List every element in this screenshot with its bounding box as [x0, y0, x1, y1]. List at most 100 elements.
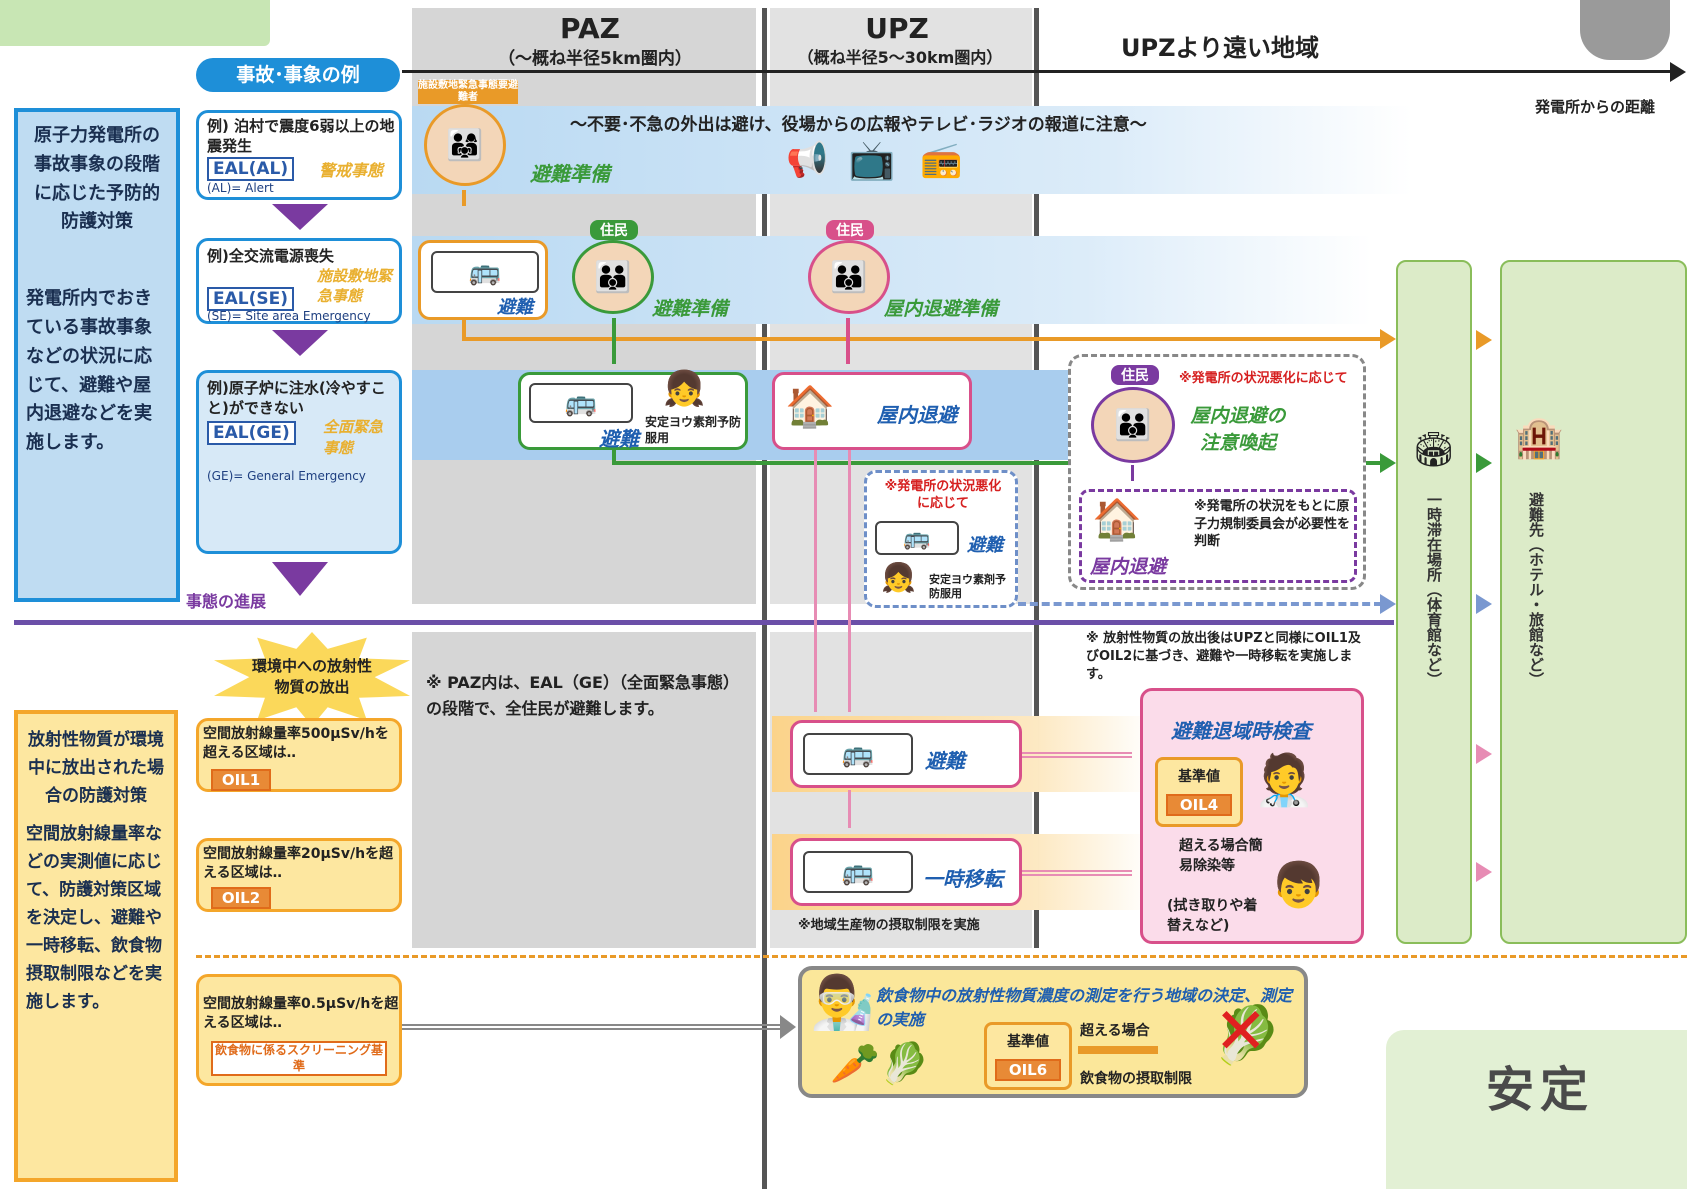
- house-icon: 🏠: [1092, 497, 1142, 543]
- residents-upz-icon: 👪: [808, 240, 890, 314]
- row3-upz-action: 屋内退避: [877, 403, 957, 427]
- food-baseline: 基準値: [1007, 1034, 1049, 1050]
- oil6-source-code: 飲食物に係るスクリーニング基準: [211, 1041, 387, 1077]
- left-panel-bottom-body: 空間放射線量率などの実測値に応じて、防護対策区域を決定し、避難や一時移転、飲食物…: [26, 824, 162, 1013]
- upz-relocate-box: 🚌 一時移転: [790, 838, 1022, 906]
- upz-relocate-down: [848, 790, 851, 828]
- safety-box: [1386, 1030, 1687, 1189]
- eal-al-example: 例) 泊村で震度6弱以上の地震発生: [207, 117, 395, 155]
- beyond-dashed-note: ※発電所の状況をもとに原子力規制委員会が必要性を判断: [1194, 499, 1351, 550]
- food-route-line: [402, 1024, 782, 1030]
- row2-resident-label: 住民: [590, 220, 638, 240]
- eal-ge-note: (GE)= General Emergency: [207, 469, 366, 483]
- inspection-title: 避難退域時検査: [1171, 719, 1311, 743]
- beyond-action: 屋内退避の注意喚起: [1190, 405, 1286, 454]
- green-down-connector: [612, 318, 616, 364]
- pink-route-down-1: [814, 450, 817, 712]
- upz-evac-label: 避難: [925, 749, 965, 773]
- eal-box-se: 例)全交流電源喪失 EAL(SE) 施設敷地緊急事態 (SE)= Site ar…: [196, 238, 402, 324]
- inspection-baseline-box: 基準値 OIL4: [1155, 757, 1243, 827]
- inspection-oil4: OIL4: [1166, 794, 1232, 816]
- row1-down-arrow: [462, 190, 466, 206]
- food-oil6: OIL6: [995, 1059, 1061, 1081]
- inspection-children-icon: 👦: [1271, 860, 1326, 911]
- left-panel-top-title: 原子力発電所の事故事象の段階に応じた予防的防護対策: [34, 125, 160, 233]
- beyond-dashed-box: 住民 ※発電所の状況悪化に応じて 👪 屋内退避の注意喚起 🏠 屋内退避 ※発電所…: [1068, 354, 1366, 590]
- tv-icon: 📺: [848, 138, 896, 182]
- destination-label: 避難先（ホテル・旅館など）: [1527, 492, 1545, 687]
- oil1-box: 空間放射線量率500μSv/hを超える区域は‥ OIL1: [196, 718, 402, 792]
- orange-route-line: [462, 320, 466, 340]
- beyond-note: ※発電所の状況悪化に応じて: [1179, 371, 1348, 386]
- arrow-to-dest-2: [1476, 453, 1492, 473]
- food-restriction: 飲食物の摂取制限: [1080, 1071, 1192, 1087]
- green-route-arrowhead: [1380, 453, 1396, 473]
- oil1-text: 空間放射線量率500μSv/hを超える区域は‥: [203, 726, 389, 761]
- eal-se-note: (SE)= Site area Emergency: [207, 309, 371, 323]
- food-measure-box: 👨‍🔬 🥕🥬 飲食物中の放射性物質濃度の測定を行う地域の決定、測定の実施 基準値…: [798, 966, 1308, 1098]
- radio-icon: 📻: [920, 140, 963, 180]
- progress-arrow-1: [272, 204, 328, 230]
- pink-route-down-2: [848, 450, 851, 712]
- incident-example-pill: 事故･事象の例: [196, 58, 400, 92]
- safety-text: 安定: [1486, 1062, 1595, 1118]
- paz-title: PAZ: [560, 12, 620, 45]
- oil1-code: OIL1: [211, 769, 271, 791]
- paz-zone-lower: [412, 632, 756, 948]
- eal-ge-example: 例)原子炉に注水(冷やすこと)ができない: [207, 379, 386, 417]
- row2-evac-box: 🚌 避難: [418, 240, 548, 320]
- upz-dashed-box: ※発電所の状況悪化に応じて 🚌 避難 👧 安定ヨウ素剤予防服用: [864, 470, 1018, 608]
- bus-icon: 🚌: [803, 733, 913, 775]
- eal-box-ge: 例)原子炉に注水(冷やすこと)ができない EAL(GE) 全面緊急事態 (GE)…: [196, 370, 402, 554]
- paz-subtitle: （～概ね半径5km圏内）: [498, 49, 692, 69]
- eal-box-al: 例) 泊村で震度6弱以上の地震発生 EAL(AL) 警戒事態 (AL)= Ale…: [196, 110, 402, 200]
- residents-beyond-icon: 👪: [1091, 387, 1175, 463]
- beyond-dashed-action: 屋内退避: [1090, 556, 1167, 578]
- food-route-arrowhead: [780, 1015, 796, 1039]
- food-divider: [196, 955, 1687, 958]
- oil2-box: 空間放射線量率20μSv/hを超える区域は‥ OIL2: [196, 838, 402, 912]
- left-panel-top-body: 発電所内でおきている事故事象などの状況に応じて、避難や屋内退避などを実施します。: [26, 288, 152, 454]
- child-icon: 👧: [881, 561, 916, 594]
- left-panel-bottom-title: 放射性物質が環境中に放出された場合の防護対策: [28, 730, 164, 807]
- row1-people-label: 施設敷地緊急事態要避難者: [418, 80, 518, 104]
- eal-se-example: 例)全交流電源喪失: [207, 247, 334, 265]
- distance-arrowhead: [1670, 62, 1686, 82]
- oil6-source-box: 空間放射線量率0.5μSv/hを超える区域は‥ 飲食物に係るスクリーニング基準: [196, 974, 402, 1086]
- cabbage-cross-icon: 🥬: [1212, 1003, 1282, 1068]
- inspector-icon: 👨‍🔬: [810, 973, 875, 1033]
- temp-site-column: 🏟 一時滞在場所（体育館など）: [1396, 260, 1472, 944]
- progress-label: 事態の進展: [186, 592, 267, 611]
- upz-dashed-note: ※発電所の状況悪化に応じて: [884, 479, 1002, 511]
- house-icon: 🏠: [785, 384, 835, 430]
- eal-se-code: EAL(SE): [207, 287, 294, 311]
- row3-paz-action: 避難: [599, 427, 639, 451]
- eal-se-category: 施設敷地緊急事態: [317, 267, 393, 305]
- row1-message: ～不要･不急の外出は避け、役場からの広報やテレビ･ラジオの報道に注意～: [570, 115, 1147, 135]
- beyond-down-arrow: [1131, 465, 1134, 481]
- arrow-to-dest-4: [1476, 744, 1492, 764]
- food-exceed-arrow: [1078, 1046, 1158, 1054]
- beyond-title: UPZより遠い地域: [1120, 34, 1319, 62]
- row1-band: [412, 106, 1412, 194]
- inspection-box: 避難退域時検査 基準値 OIL4 🧑‍⚕️ 超える場合簡易除染等 👦 (拭き取り…: [1140, 688, 1364, 944]
- arrow-to-dest-1: [1476, 330, 1492, 350]
- food-title: 飲食物中の放射性物質濃度の測定を行う地域の決定、測定の実施: [876, 986, 1293, 1029]
- green-route-horizontal: [612, 461, 1382, 465]
- oil6-source-text: 空間放射線量率0.5μSv/hを超える区域は‥: [203, 996, 399, 1031]
- upz-evac-box: 🚌 避難: [790, 720, 1022, 788]
- pink-down-connector: [846, 318, 850, 364]
- upz-beyond-divider: [1034, 8, 1039, 948]
- after-release-note: ※ 放射性物質の放出後はUPZと同様にOIL1及びOIL2に基づき、避難や一時移…: [1086, 631, 1361, 683]
- oil2-text: 空間放射線量率20μSv/hを超える区域は‥: [203, 846, 394, 881]
- cross-mark-icon: ✕: [1214, 995, 1268, 1069]
- orange-route-horizontal: [462, 337, 1382, 341]
- progress-arrow-2: [272, 330, 328, 356]
- upz-title: UPZ: [865, 12, 929, 45]
- bus-icon: 🚌: [529, 383, 633, 423]
- distance-axis: [402, 70, 1672, 73]
- row3-paz-evac-box: 🚌 避難 👧 安定ヨウ素剤予防服用: [518, 369, 748, 451]
- evacuee-people-icon: 👨‍👩‍👧: [424, 104, 506, 186]
- row3-upz-shelter-box: 🏠 屋内退避: [772, 372, 972, 450]
- top-left-decoration: [0, 0, 270, 46]
